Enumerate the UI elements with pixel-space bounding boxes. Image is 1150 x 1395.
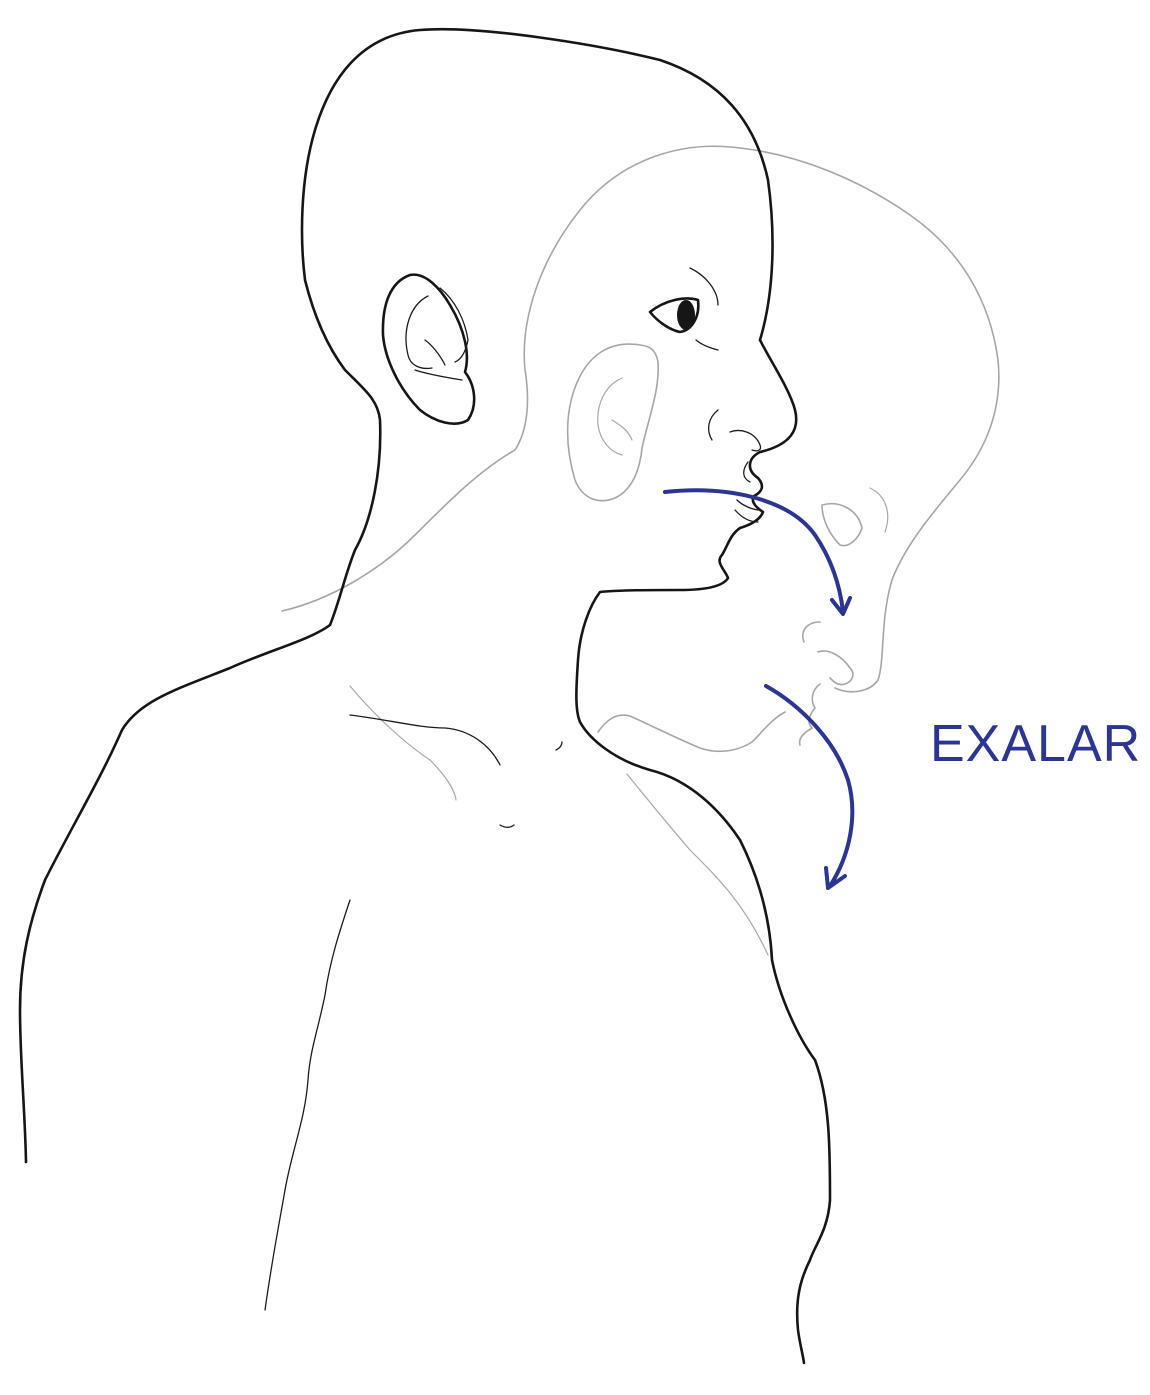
ghost-ear-inner bbox=[597, 377, 633, 456]
ghost-brow bbox=[869, 487, 889, 533]
ghost-head-outline bbox=[281, 145, 1000, 693]
upright-ear-rim bbox=[439, 287, 469, 363]
upright-head-back-outline bbox=[18, 27, 774, 1164]
ghost-nose bbox=[802, 621, 854, 686]
ghost-ear bbox=[566, 343, 659, 502]
breath-arrow-lower bbox=[764, 684, 855, 888]
upright-eye bbox=[648, 297, 700, 334]
upright-arm-line bbox=[264, 899, 351, 1311]
upright-collarbone bbox=[349, 714, 501, 766]
ghost-eye bbox=[821, 503, 863, 547]
ghost-jaw bbox=[597, 711, 786, 753]
upright-eyelid bbox=[689, 267, 719, 351]
upright-collar-notch bbox=[499, 741, 563, 828]
ghost-figure bbox=[281, 145, 1000, 956]
upright-pupil bbox=[677, 300, 695, 330]
upright-ear-inner bbox=[405, 295, 463, 381]
upright-lips bbox=[734, 461, 761, 523]
upright-ear bbox=[381, 273, 476, 425]
breath-arrows bbox=[663, 488, 855, 890]
upright-nostril bbox=[707, 409, 762, 452]
breath-arrow-lower-head bbox=[824, 866, 847, 890]
breath-arrow-upper-head bbox=[830, 596, 852, 616]
breath-arrow-upper bbox=[663, 488, 845, 614]
exhale-label: EXALAR bbox=[930, 715, 1142, 773]
ghost-shoulder-line bbox=[349, 685, 457, 801]
upright-face-profile bbox=[575, 338, 832, 1365]
ghost-chest-line bbox=[626, 773, 769, 956]
upright-figure bbox=[18, 27, 832, 1365]
